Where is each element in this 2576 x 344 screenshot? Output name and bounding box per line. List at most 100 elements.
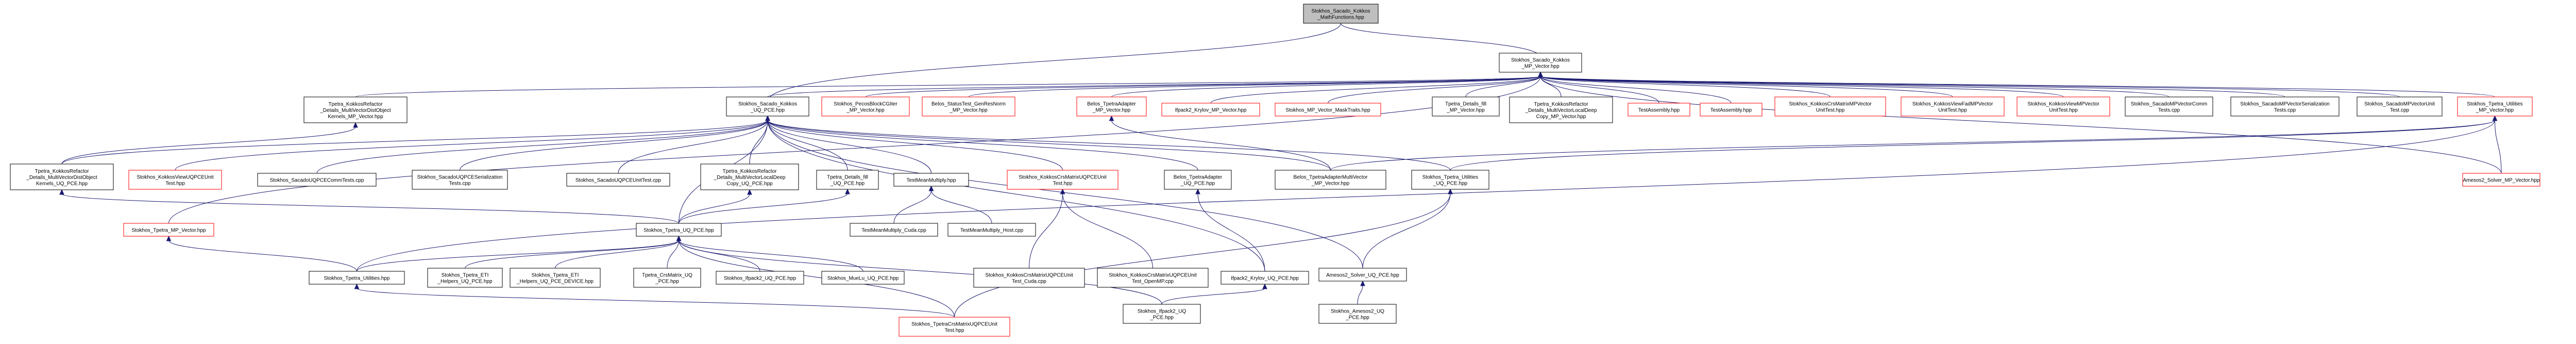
node-stokhos-kokkoscrsmatrixuqpceunittest-cuda-cpp[interactable]: Stokhos_KokkosCrsMatrixUQPCEUnitTest_Cud…	[973, 268, 1085, 288]
node-ifpack2-krylov-mp-vector-hpp[interactable]: Ifpack2_Krylov_MP_Vector.hpp	[1161, 103, 1260, 117]
node-label: Stokhos_Ifpack2_UQ_PCE.hpp	[724, 276, 796, 282]
edge-n40-n48	[1357, 280, 1365, 305]
node-stokhos-pecosblockcgiter-mp-vector-hpp[interactable]: Stokhos_PecosBlockCGIter_MP_Vector.hpp	[821, 96, 910, 117]
edge-n29-n39	[1195, 188, 1265, 272]
edge-n27-n35	[893, 185, 934, 224]
node-stokhos-amesos2-uq-pce-hpp[interactable]: Stokhos_Amesos2_UQ_PCE.hpp	[1318, 304, 1397, 324]
node-stokhos-ifpack2-uq-pce-hpp[interactable]: Stokhos_Ifpack2_UQ_PCE.hpp	[716, 271, 804, 285]
node-stokhos-sacadouqpceserializationtests-cpp[interactable]: Stokhos_SacadoUQPCESerializationTests.cp…	[412, 170, 508, 190]
node-stokhos-kokkoscrsmatrixuqpceunittest-openmp-cpp[interactable]: Stokhos_KokkosCrsMatrixUQPCEUnitTest_Ope…	[1097, 268, 1209, 288]
node-stokhos-muelu-uq-pce-hpp[interactable]: Stokhos_MueLu_UQ_PCE.hpp	[821, 271, 905, 285]
node-box	[850, 223, 938, 237]
node-box	[2462, 173, 2540, 187]
node-box	[922, 96, 1015, 117]
node-testassembly-hpp[interactable]: TestAssembly.hpp	[1700, 103, 1762, 117]
edge-n39-n47	[1161, 283, 1267, 305]
node-stokhos-kokkosviewfadmpvectorunittest-hpp[interactable]: Stokhos_KokkosViewFadMPVectorUnitTest.hp…	[1901, 96, 2005, 117]
node-belos-statustest-genresnorm-mp-vector-hpp[interactable]: Belos_StatusTest_GenResNorm_MP_Vector.hp…	[922, 96, 1015, 117]
node-box	[2457, 96, 2533, 117]
node-stokhos-sacadompvectorserializationtests-cpp[interactable]: Stokhos_SacadoMPVectorSerializationTests…	[2230, 96, 2340, 117]
node-box	[633, 268, 701, 288]
edge-n20-n34	[59, 189, 679, 224]
node-box	[1700, 103, 1762, 117]
node-box	[1303, 4, 1379, 24]
node-tpetra-kokkosrefactor-details-multivectorlocaldeepcopy-uq-pce-hpp[interactable]: Tpetra_KokkosRefactor_Details_MultiVecto…	[700, 163, 799, 190]
node-tpetra-kokkosrefactor-details-multivectorlocaldeepcopy-mp-vector-hpp[interactable]: Tpetra_KokkosRefactor_Details_MultiVecto…	[1509, 96, 1613, 123]
node-stokhos-sacadouqpcecommtests-cpp[interactable]: Stokhos_SacadoUQPCECommTests.cpp	[257, 173, 377, 187]
node-amesos2-solver-uq-pce-hpp[interactable]: Amesos2_Solver_UQ_PCE.hpp	[1318, 268, 1407, 282]
node-stokhos-tpetra-eti-helpers-uq-pce-hpp[interactable]: Stokhos_Tpetra_ETI_Helpers_UQ_PCE.hpp	[427, 268, 503, 288]
node-amesos2-solver-mp-vector-hpp[interactable]: Amesos2_Solver_MP_Vector.hpp	[2462, 173, 2540, 187]
node-label: Stokhos_SacadoMPVectorUnit	[2364, 102, 2435, 107]
node-box	[716, 271, 804, 285]
node-label: Stokhos_SacadoUQPCEUnitTest.cpp	[575, 178, 662, 184]
node-belos-tpetraadaptermultivector-mp-vector-hpp[interactable]: Belos_TpetraAdapterMultiVector_MP_Vector…	[1275, 170, 1386, 190]
node-stokhos-tpetra-utilities-uq-pce-hpp[interactable]: Stokhos_Tpetra_Utilities_UQ_PCE.hpp	[1411, 170, 1489, 190]
edge-n34-n41	[357, 235, 682, 272]
node-label: Ifpack2_Krylov_MP_Vector.hpp	[1175, 108, 1247, 113]
node-label: Stokhos_Sacado_Kokkos	[738, 102, 797, 107]
node-label: TestMeanMultiply_Host.cpp	[960, 228, 1024, 234]
edge-n34-n46	[676, 235, 863, 272]
node-label: _Helpers_UQ_PCE_DEVICE.hpp	[516, 279, 594, 285]
node-box	[309, 271, 405, 285]
node-label: Stokhos_KokkosCrsMatrixUQPCEUnit	[1109, 273, 1197, 279]
node-label: _Details_MultiVectorDistObject	[26, 175, 97, 181]
node-box	[1774, 96, 1886, 117]
edge-n28-n38	[1060, 188, 1153, 269]
node-box	[303, 96, 408, 123]
node-stokhos-kokkoscrsmatrixmpvectorunittest-hpp[interactable]: Stokhos_KokkosCrsMatrixMPVectorUnitTest.…	[1774, 96, 1886, 117]
node-testmeanmultiply-hpp[interactable]: TestMeanMultiply.hpp	[893, 173, 969, 187]
node-label: _MP_Vector.hpp	[1092, 108, 1131, 113]
node-stokhos-sacado-kokkos-uq-pce-hpp[interactable]: Stokhos_Sacado_Kokkos_UQ_PCE.hpp	[726, 96, 809, 117]
node-label: Tpetra_KokkosRefactor	[328, 102, 383, 107]
node-label: Belos_TpetraAdapterMultiVector	[1294, 175, 1368, 181]
node-stokhos-tpetra-uq-pce-hpp[interactable]: Stokhos_Tpetra_UQ_PCE.hpp	[636, 223, 722, 237]
node-label: Test.hpp	[1053, 181, 1073, 187]
node-box	[947, 223, 1036, 237]
node-tpetra-crsmatrix-uq-pce-hpp[interactable]: Tpetra_CrsMatrix_UQ_PCE.hpp	[633, 268, 701, 288]
node-box	[412, 170, 508, 190]
edge-n33-n41	[166, 235, 357, 272]
node-box	[726, 96, 809, 117]
node-label: Test_Cuda.cpp	[1012, 279, 1046, 285]
node-stokhos-mp-vector-masktraits-hpp[interactable]: Stokhos_MP_Vector_MaskTraits.hpp	[1275, 103, 1381, 117]
node-label: Belos_TpetraAdapter	[1174, 175, 1223, 181]
nodes-layer: Stokhos_Sacado_Kokkos_MathFunctions.hppS…	[10, 4, 2540, 337]
edge-n3-n21	[175, 115, 770, 171]
edge-n1-n16	[1538, 71, 2170, 97]
node-testmeanmultiply-host-cpp[interactable]: TestMeanMultiply_Host.cpp	[947, 223, 1036, 237]
node-stokhos-ifpack2-uq-pce-hpp[interactable]: Stokhos_Ifpack2_UQ_PCE.hpp	[1123, 304, 1201, 324]
node-ifpack2-krylov-uq-pce-hpp[interactable]: Ifpack2_Krylov_UQ_PCE.hpp	[1221, 271, 1309, 285]
node-stokhos-sacado-kokkos-mp-vector-hpp[interactable]: Stokhos_Sacado_Kokkos_MP_Vector.hpp	[1499, 53, 1582, 73]
node-stokhos-tpetra-utilities-hpp[interactable]: Stokhos_Tpetra_Utilities.hpp	[309, 271, 405, 285]
node-belos-tpetraadapter-mp-vector-hpp[interactable]: Belos_TpetraAdapter_MP_Vector.hpp	[1076, 96, 1147, 117]
node-tpetra-details-fill-uq-pce-hpp[interactable]: Tpetra_Details_fill_UQ_PCE.hpp	[816, 170, 879, 190]
edge-n3-n30	[765, 115, 1331, 171]
node-box	[1318, 268, 1407, 282]
node-label: Copy_MP_Vector.hpp	[1536, 114, 1586, 120]
node-tpetra-details-fill-mp-vector-hpp[interactable]: Tpetra_Details_fill_MP_Vector.hpp	[1432, 96, 1500, 117]
node-stokhos-tpetra-mp-vector-hpp[interactable]: Stokhos_Tpetra_MP_Vector.hpp	[123, 223, 214, 237]
node-label: Amesos2_Solver_MP_Vector.hpp	[2463, 178, 2540, 184]
node-box	[2125, 96, 2213, 117]
node-label: UnitTest.hpp	[2049, 108, 2078, 113]
node-stokhos-sacadouqpceunittest-cpp[interactable]: Stokhos_SacadoUQPCEUnitTest.cpp	[566, 173, 670, 187]
node-stokhos-tpetra-eti-helpers-uq-pce-device-hpp[interactable]: Stokhos_Tpetra_ETI_Helpers_UQ_PCE_DEVICE…	[510, 268, 601, 288]
node-tpetra-kokkosrefactor-details-multivectordistobjectkernels-uq-pce-hpp[interactable]: Tpetra_KokkosRefactor_Details_MultiVecto…	[10, 163, 114, 190]
node-testassembly-hpp[interactable]: TestAssembly.hpp	[1628, 103, 1690, 117]
node-box	[1275, 170, 1386, 190]
node-tpetra-kokkosrefactor-details-multivectordistobjectkernels-mp-vector-hpp[interactable]: Tpetra_KokkosRefactor_Details_MultiVecto…	[303, 96, 408, 123]
node-label: Stokhos_MP_Vector_MaskTraits.hpp	[1285, 108, 1370, 113]
node-label: _Details_MultiVectorDistObject	[319, 108, 391, 113]
node-stokhos-tpetra-utilities-mp-vector-hpp[interactable]: Stokhos_Tpetra_Utilities_MP_Vector.hpp	[2457, 96, 2533, 117]
node-belos-tpetraadapter-uq-pce-hpp[interactable]: Belos_TpetraAdapter_UQ_PCE.hpp	[1164, 170, 1232, 190]
node-box	[427, 268, 503, 288]
node-testmeanmultiply-cuda-cpp[interactable]: TestMeanMultiply_Cuda.cpp	[850, 223, 938, 237]
